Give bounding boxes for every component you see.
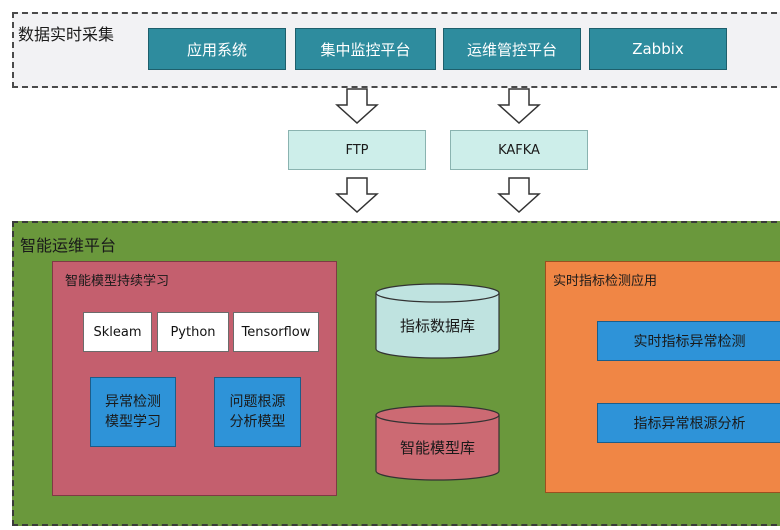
realtime-detection-title: 实时指标检测应用 <box>553 274 658 289</box>
metric-database-label: 指标数据库 <box>399 316 475 335</box>
down-arrow-icon <box>497 88 541 124</box>
root-cause-model-line1: 问题根源 <box>229 394 286 410</box>
data-collection-title: 数据实时采集 <box>18 25 115 44</box>
root-cause-model-line2: 分析模型 <box>229 414 286 430</box>
root-cause-model-box: 问题根源 分析模型 <box>214 377 301 447</box>
anomaly-model-line2: 模型学习 <box>105 414 161 430</box>
tool-tensorflow: Tensorflow <box>233 312 319 352</box>
transport-kafka: KAFKA <box>450 130 588 170</box>
realtime-detection-panel <box>545 261 780 493</box>
down-arrow-icon <box>497 177 541 213</box>
down-arrow-icon <box>335 177 379 213</box>
platform-title: 智能运维平台 <box>20 236 117 255</box>
tool-sklearn: Skleam <box>83 312 152 352</box>
transport-ftp: FTP <box>288 130 426 170</box>
down-arrow-icon <box>335 88 379 124</box>
source-ops-control: 运维管控平台 <box>443 28 581 70</box>
realtime-anomaly-detection: 实时指标异常检测 <box>597 321 780 361</box>
anomaly-model-line1: 异常检测 <box>105 394 161 410</box>
model-database-cylinder <box>375 405 500 481</box>
model-database-label: 智能模型库 <box>399 438 475 457</box>
source-central-monitoring: 集中监控平台 <box>295 28 436 70</box>
source-zabbix: Zabbix <box>589 28 727 70</box>
model-learning-title: 智能模型持续学习 <box>65 274 170 289</box>
anomaly-root-cause-analysis: 指标异常根源分析 <box>597 403 780 443</box>
source-app-system: 应用系统 <box>148 28 286 70</box>
anomaly-model-box: 异常检测 模型学习 <box>90 377 176 447</box>
metric-database-cylinder <box>375 283 500 359</box>
tool-python: Python <box>157 312 229 352</box>
